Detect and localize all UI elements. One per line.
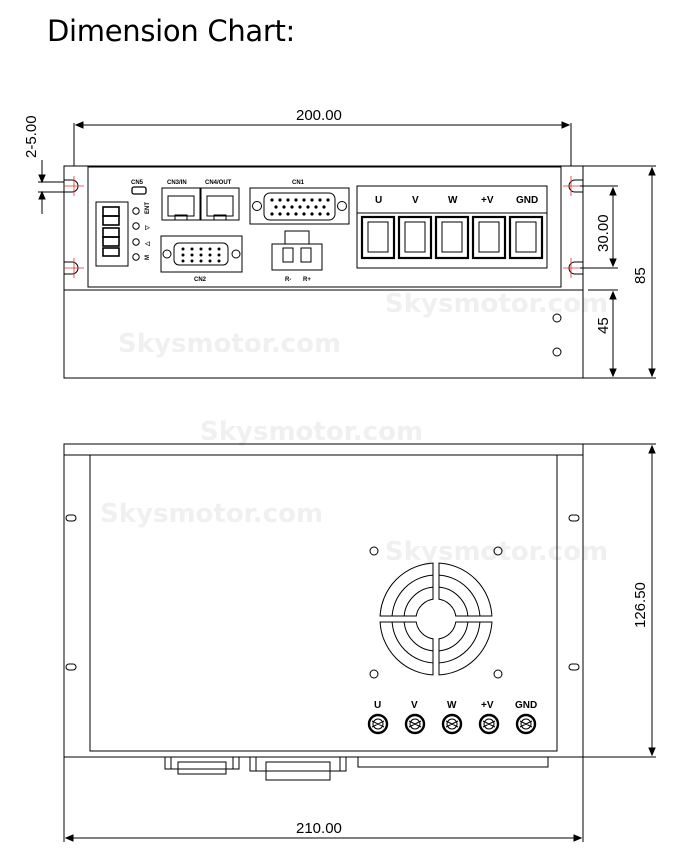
watermark: Skysmotor.com <box>385 289 608 319</box>
watermark: Skysmotor.com <box>200 417 423 447</box>
terminal-label-plus-v-top: +V <box>481 700 494 711</box>
dim-hole-spacing: 30.00 <box>595 214 612 252</box>
cn4-label: CN4/OUT <box>205 180 232 186</box>
r-plus-label: R+ <box>303 277 311 283</box>
bottom-connectors <box>164 756 549 781</box>
cn1-label: CN1 <box>292 180 305 186</box>
dim-width-top: 200.00 <box>296 107 342 124</box>
terminal-label-u: U <box>375 195 382 206</box>
terminal-label-w-top: W <box>447 700 457 711</box>
watermark: Skysmotor.com <box>385 537 608 567</box>
front-view <box>38 121 584 379</box>
cn1-pins <box>270 198 330 216</box>
dim-slot: 2-5.00 <box>23 115 40 158</box>
top-view <box>63 443 584 758</box>
terminal-label-v: V <box>412 195 419 206</box>
cn2-label: CN2 <box>194 277 207 283</box>
cn2-pins <box>181 247 221 263</box>
terminal-label-gnd-top: GND <box>515 700 537 711</box>
button-label-up: △ <box>144 241 151 247</box>
terminal-label-gnd: GND <box>516 195 538 206</box>
button-label-down: ▽ <box>145 225 151 231</box>
terminal-label-v-top: V <box>411 700 418 711</box>
r-minus-label: R- <box>285 277 291 283</box>
button-label-ent: ENT <box>145 202 151 214</box>
watermark: Skysmotor.com <box>100 499 323 529</box>
terminal-label-plus-v: +V <box>481 195 494 206</box>
terminal-label-u-top: U <box>374 700 381 711</box>
cn3-label: CN3/IN <box>167 180 187 186</box>
button-label-m: M <box>145 255 151 260</box>
dim-height-total: 85 <box>632 267 649 284</box>
dim-depth: 126.50 <box>632 582 649 628</box>
terminal-block-front <box>360 215 544 260</box>
terminal-screws <box>367 713 537 735</box>
terminal-label-w: W <box>448 195 458 206</box>
page-title: Dimension Chart: <box>47 14 296 48</box>
dim-height-lower: 45 <box>595 317 612 334</box>
cn5-label: CN5 <box>131 180 144 186</box>
watermark: Skysmotor.com <box>118 329 341 359</box>
dim-width-bottom: 210.00 <box>296 820 342 837</box>
